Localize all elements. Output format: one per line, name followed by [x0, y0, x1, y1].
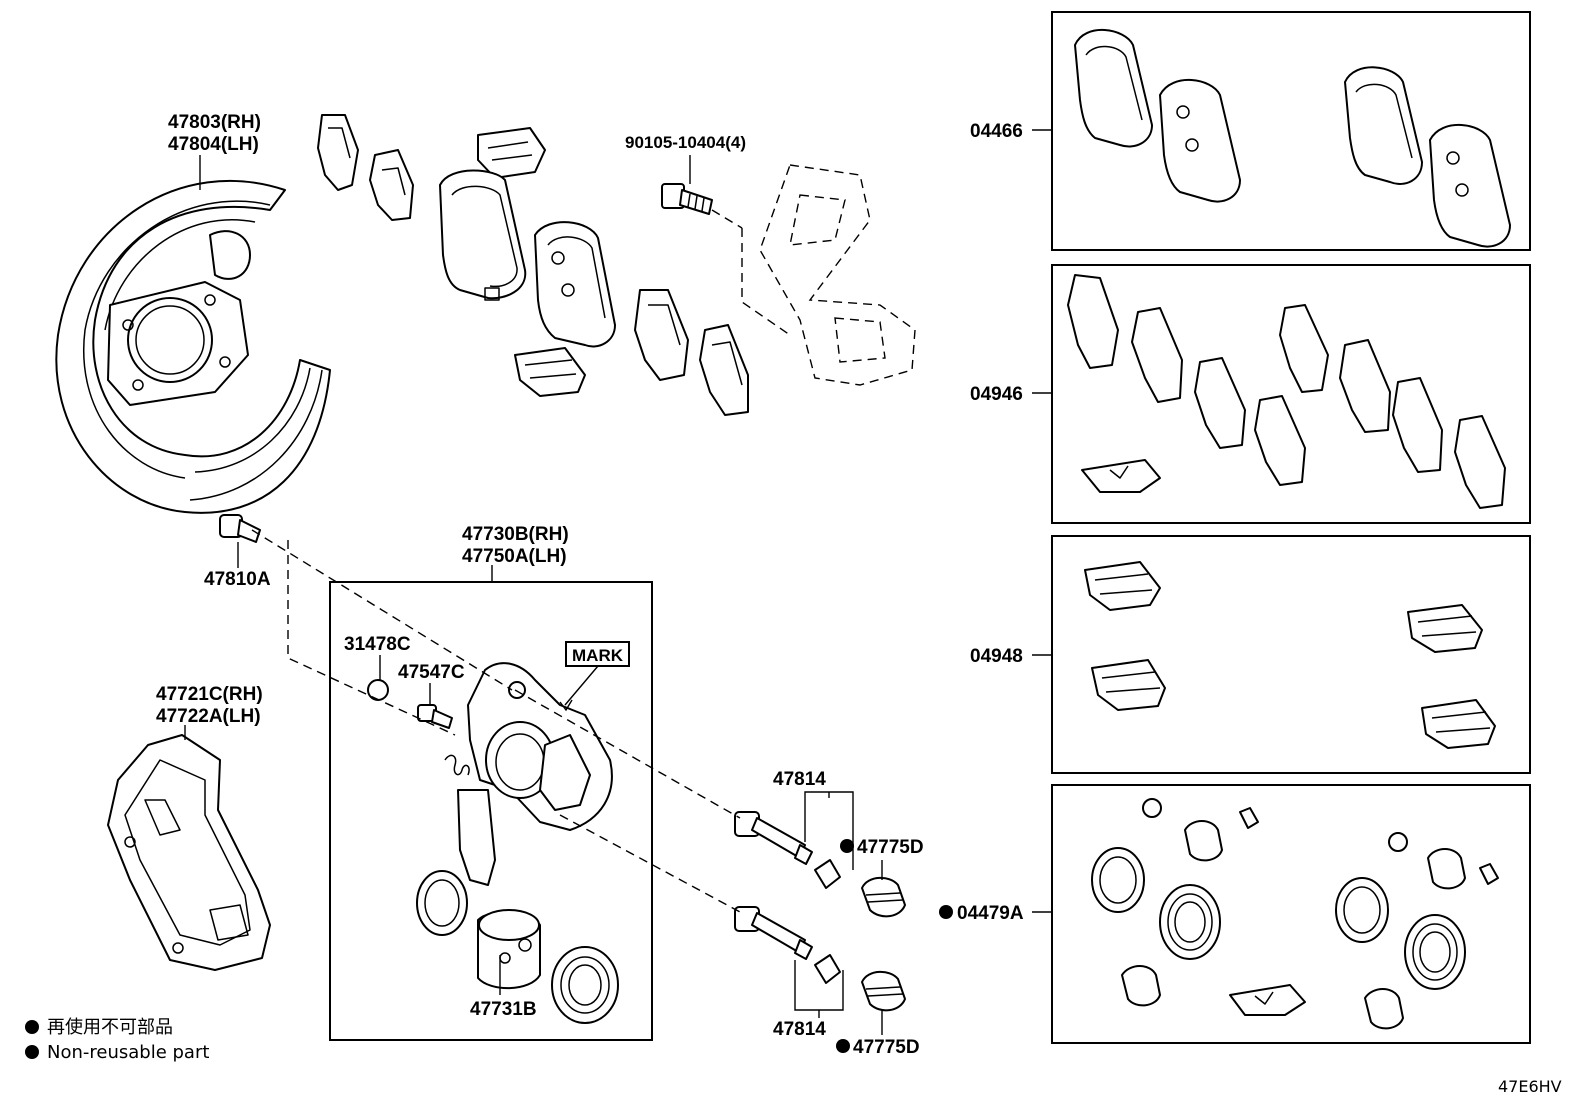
kit-shim-2 [1131, 307, 1183, 403]
kit-clip-4 [1421, 699, 1496, 749]
kit-shim-5 [1279, 304, 1329, 393]
kit-boot-1 [1184, 820, 1223, 862]
bleeder-cap [367, 679, 389, 701]
kit-seal-large-2 [1404, 914, 1466, 990]
label-bleeder: 47547C [398, 662, 465, 683]
nonreusable-dot-boot-bottom [836, 1039, 850, 1053]
piston-boot [551, 946, 619, 1024]
kit-bolt-1 [1239, 807, 1259, 829]
caliper-body [457, 662, 613, 886]
kit-seal-small-1 [1091, 847, 1145, 913]
kit-shim-6 [1339, 339, 1391, 433]
kit-seal-small-2 [1335, 877, 1389, 943]
piston-seal [416, 870, 468, 936]
kit-clip-3 [1407, 604, 1483, 653]
label-bleeder-plug: 47810A [204, 569, 271, 590]
label-shield-lh: 47804(LH) [168, 134, 259, 155]
bleeder-plug [219, 514, 261, 543]
caliper-spring [444, 754, 470, 776]
caliper-assembly-box [329, 581, 653, 1041]
piston [477, 909, 541, 990]
label-mount-lh: 47722A(LH) [156, 706, 261, 727]
kit-shim-7 [1392, 377, 1443, 473]
legend-dot-2 [25, 1045, 39, 1059]
label-shield-rh: 47803(RH) [168, 112, 261, 133]
pin-boot-upper [861, 876, 906, 918]
leader-caliper-to-pin-lower [559, 814, 741, 913]
kit-grease-packet-2 [1229, 984, 1306, 1016]
legend-line-1: 再使用不可部品 [47, 1017, 173, 1038]
bleeder-screw [417, 704, 453, 729]
label-caliper-rh: 47730B(RH) [462, 524, 569, 545]
brake-pad-upper-1 [439, 169, 527, 301]
kit-grease-packet [1081, 459, 1161, 493]
shim-upper-right-2 [699, 324, 749, 416]
kit-cap-1 [1142, 798, 1162, 818]
pad-clip-top [477, 127, 546, 179]
caliper-mounting-bolt [661, 183, 713, 215]
label-caliper-lh: 47750A(LH) [462, 546, 567, 567]
shim-upper-right-1 [634, 289, 689, 381]
kit-boot-4 [1364, 988, 1404, 1030]
nonreusable-dot-seal-kit [939, 905, 953, 919]
label-kit-shims: 04946 [970, 384, 1023, 405]
leader-caliper-to-pin-upper [514, 689, 741, 819]
kit-shim-3 [1194, 357, 1246, 449]
kit-bolt-2 [1479, 863, 1499, 885]
kit-pad-2 [1159, 79, 1241, 203]
kit-pad-4 [1429, 124, 1511, 248]
slide-pin-upper [734, 811, 813, 865]
pin-bushing-upper [814, 859, 841, 889]
caliper-bracket-phantom [759, 164, 916, 386]
kit-boot-2 [1427, 848, 1466, 890]
kit-box-shims [1051, 264, 1531, 524]
kit-clip-2 [1091, 659, 1166, 711]
kit-shim-8 [1454, 415, 1506, 509]
label-kit-seals: 04479A [957, 903, 1024, 924]
disc-brake-dust-shield [55, 180, 331, 514]
label-boot-top: 47775D [857, 837, 924, 858]
label-piston: 47731B [470, 999, 537, 1020]
leader-bracket-to-caliper [287, 540, 456, 736]
kit-pad-1 [1074, 29, 1153, 148]
leader-bolt-to-bracket [711, 209, 791, 336]
label-cap: 31478C [344, 634, 411, 655]
label-pin-top: 47814 [773, 769, 826, 790]
brake-pad-upper-2 [534, 221, 616, 348]
diagram-code: 47E6HV [1498, 1077, 1562, 1096]
label-mount-rh: 47721C(RH) [156, 684, 263, 705]
shim-top-second [369, 149, 414, 221]
legend-line-2: Non-reusable part [47, 1042, 209, 1063]
pin-bushing-lower [814, 954, 841, 984]
label-kit-clips: 04948 [970, 646, 1023, 667]
leader-plug-to-caliper [251, 529, 513, 691]
kit-shim-4 [1254, 395, 1306, 486]
kit-cap-2 [1388, 832, 1408, 852]
label-mark: MARK [572, 646, 624, 665]
pad-clip-lower [514, 347, 586, 397]
kit-box-seals [1051, 784, 1531, 1044]
pin-bracket-47814 [794, 791, 854, 1018]
kit-boot-3 [1121, 965, 1161, 1007]
mark-callout [559, 641, 630, 712]
label-bolt: 90105-10404(4) [625, 133, 746, 152]
kit-seal-large-1 [1159, 884, 1221, 960]
kit-box-pads [1051, 11, 1531, 251]
kit-pad-3 [1344, 66, 1423, 185]
label-pin-bottom: 47814 [773, 1019, 826, 1040]
kit-clip-1 [1084, 561, 1161, 611]
nonreusable-dot-boot-top [840, 839, 854, 853]
kit-shim-1 [1067, 274, 1119, 369]
label-kit-pads: 04466 [970, 121, 1023, 142]
pin-boot-lower [861, 970, 906, 1012]
legend-dot-1 [25, 1020, 39, 1034]
slide-pin-lower [734, 906, 813, 960]
shim-top-left [317, 114, 359, 191]
label-boot-bottom: 47775D [853, 1037, 920, 1058]
caliper-mounting-bracket [107, 734, 271, 971]
